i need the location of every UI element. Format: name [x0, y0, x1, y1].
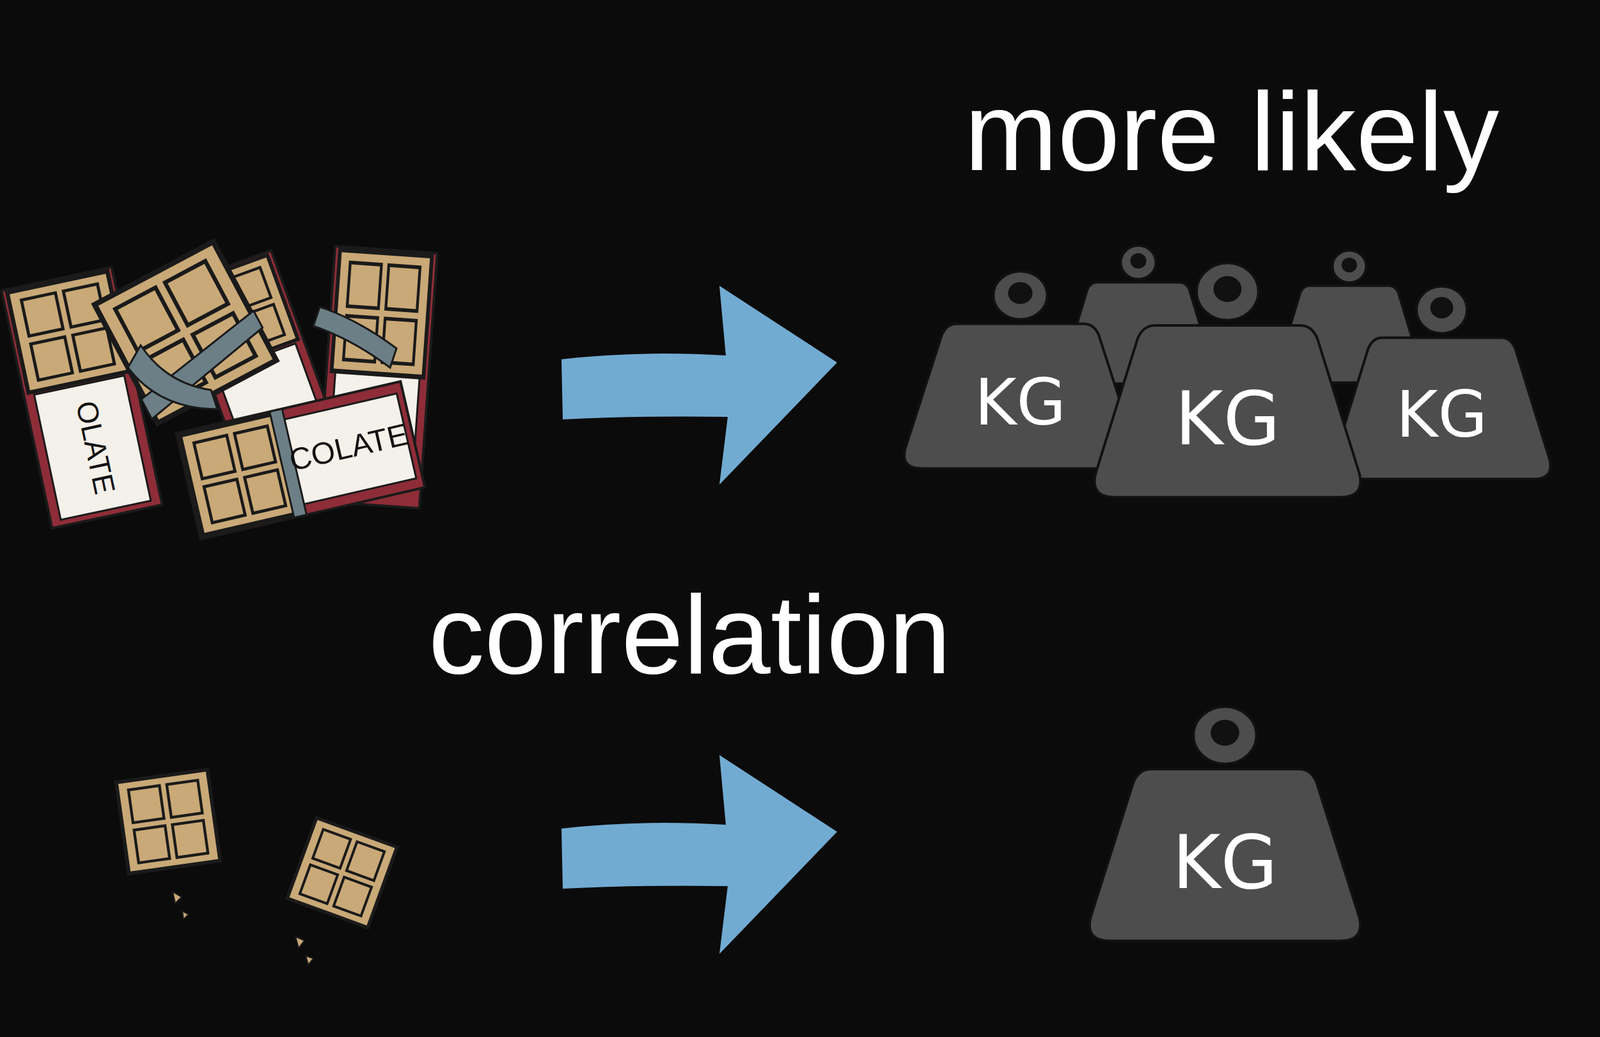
weight-label-area: KG [1082, 787, 1368, 939]
weight-node: KG [1082, 693, 1368, 955]
weight-label-area: KG [1087, 344, 1368, 495]
weight-label-area: KG [1326, 352, 1557, 478]
arrow-shape [561, 755, 838, 955]
weight-label: KG [1172, 826, 1278, 900]
weight-label: KG [974, 370, 1067, 435]
chocolate-pieces [116, 769, 398, 965]
weight-node: KG [1087, 250, 1368, 511]
arrow-shape [561, 285, 838, 485]
annotation-text: more likely [964, 75, 1499, 188]
weight-label: KG [1396, 383, 1488, 448]
weight-label: KG [1174, 382, 1281, 456]
weight-shape [1087, 250, 1368, 511]
weight-shape [1082, 693, 1368, 955]
chocolate-bars [1, 240, 437, 540]
annotation-text: correlation [428, 578, 951, 691]
weight-node: KG [1326, 275, 1557, 490]
